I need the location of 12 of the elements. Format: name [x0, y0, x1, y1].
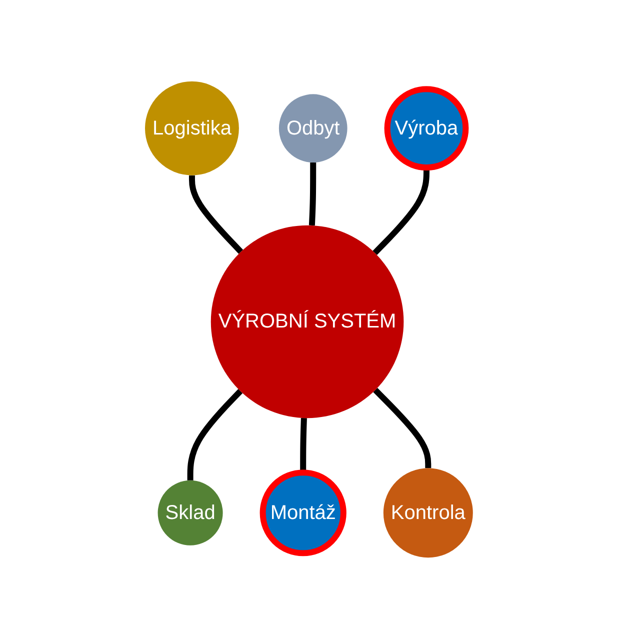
- node-circle: Kontrola: [382, 468, 472, 558]
- node-circle: Logistika: [144, 81, 238, 176]
- node-circle: Montáž: [259, 470, 346, 556]
- node-circle: VÝROBNÍ SYSTÉM: [210, 225, 404, 418]
- connector: [188, 175, 243, 254]
- connector: [308, 162, 316, 226]
- connector: [372, 168, 430, 256]
- connector: [186, 389, 242, 480]
- node-circle: Odbyt: [278, 94, 347, 163]
- node-circle: Výroba: [384, 86, 468, 171]
- node-circle: Sklad: [157, 480, 222, 546]
- connector: [372, 388, 431, 468]
